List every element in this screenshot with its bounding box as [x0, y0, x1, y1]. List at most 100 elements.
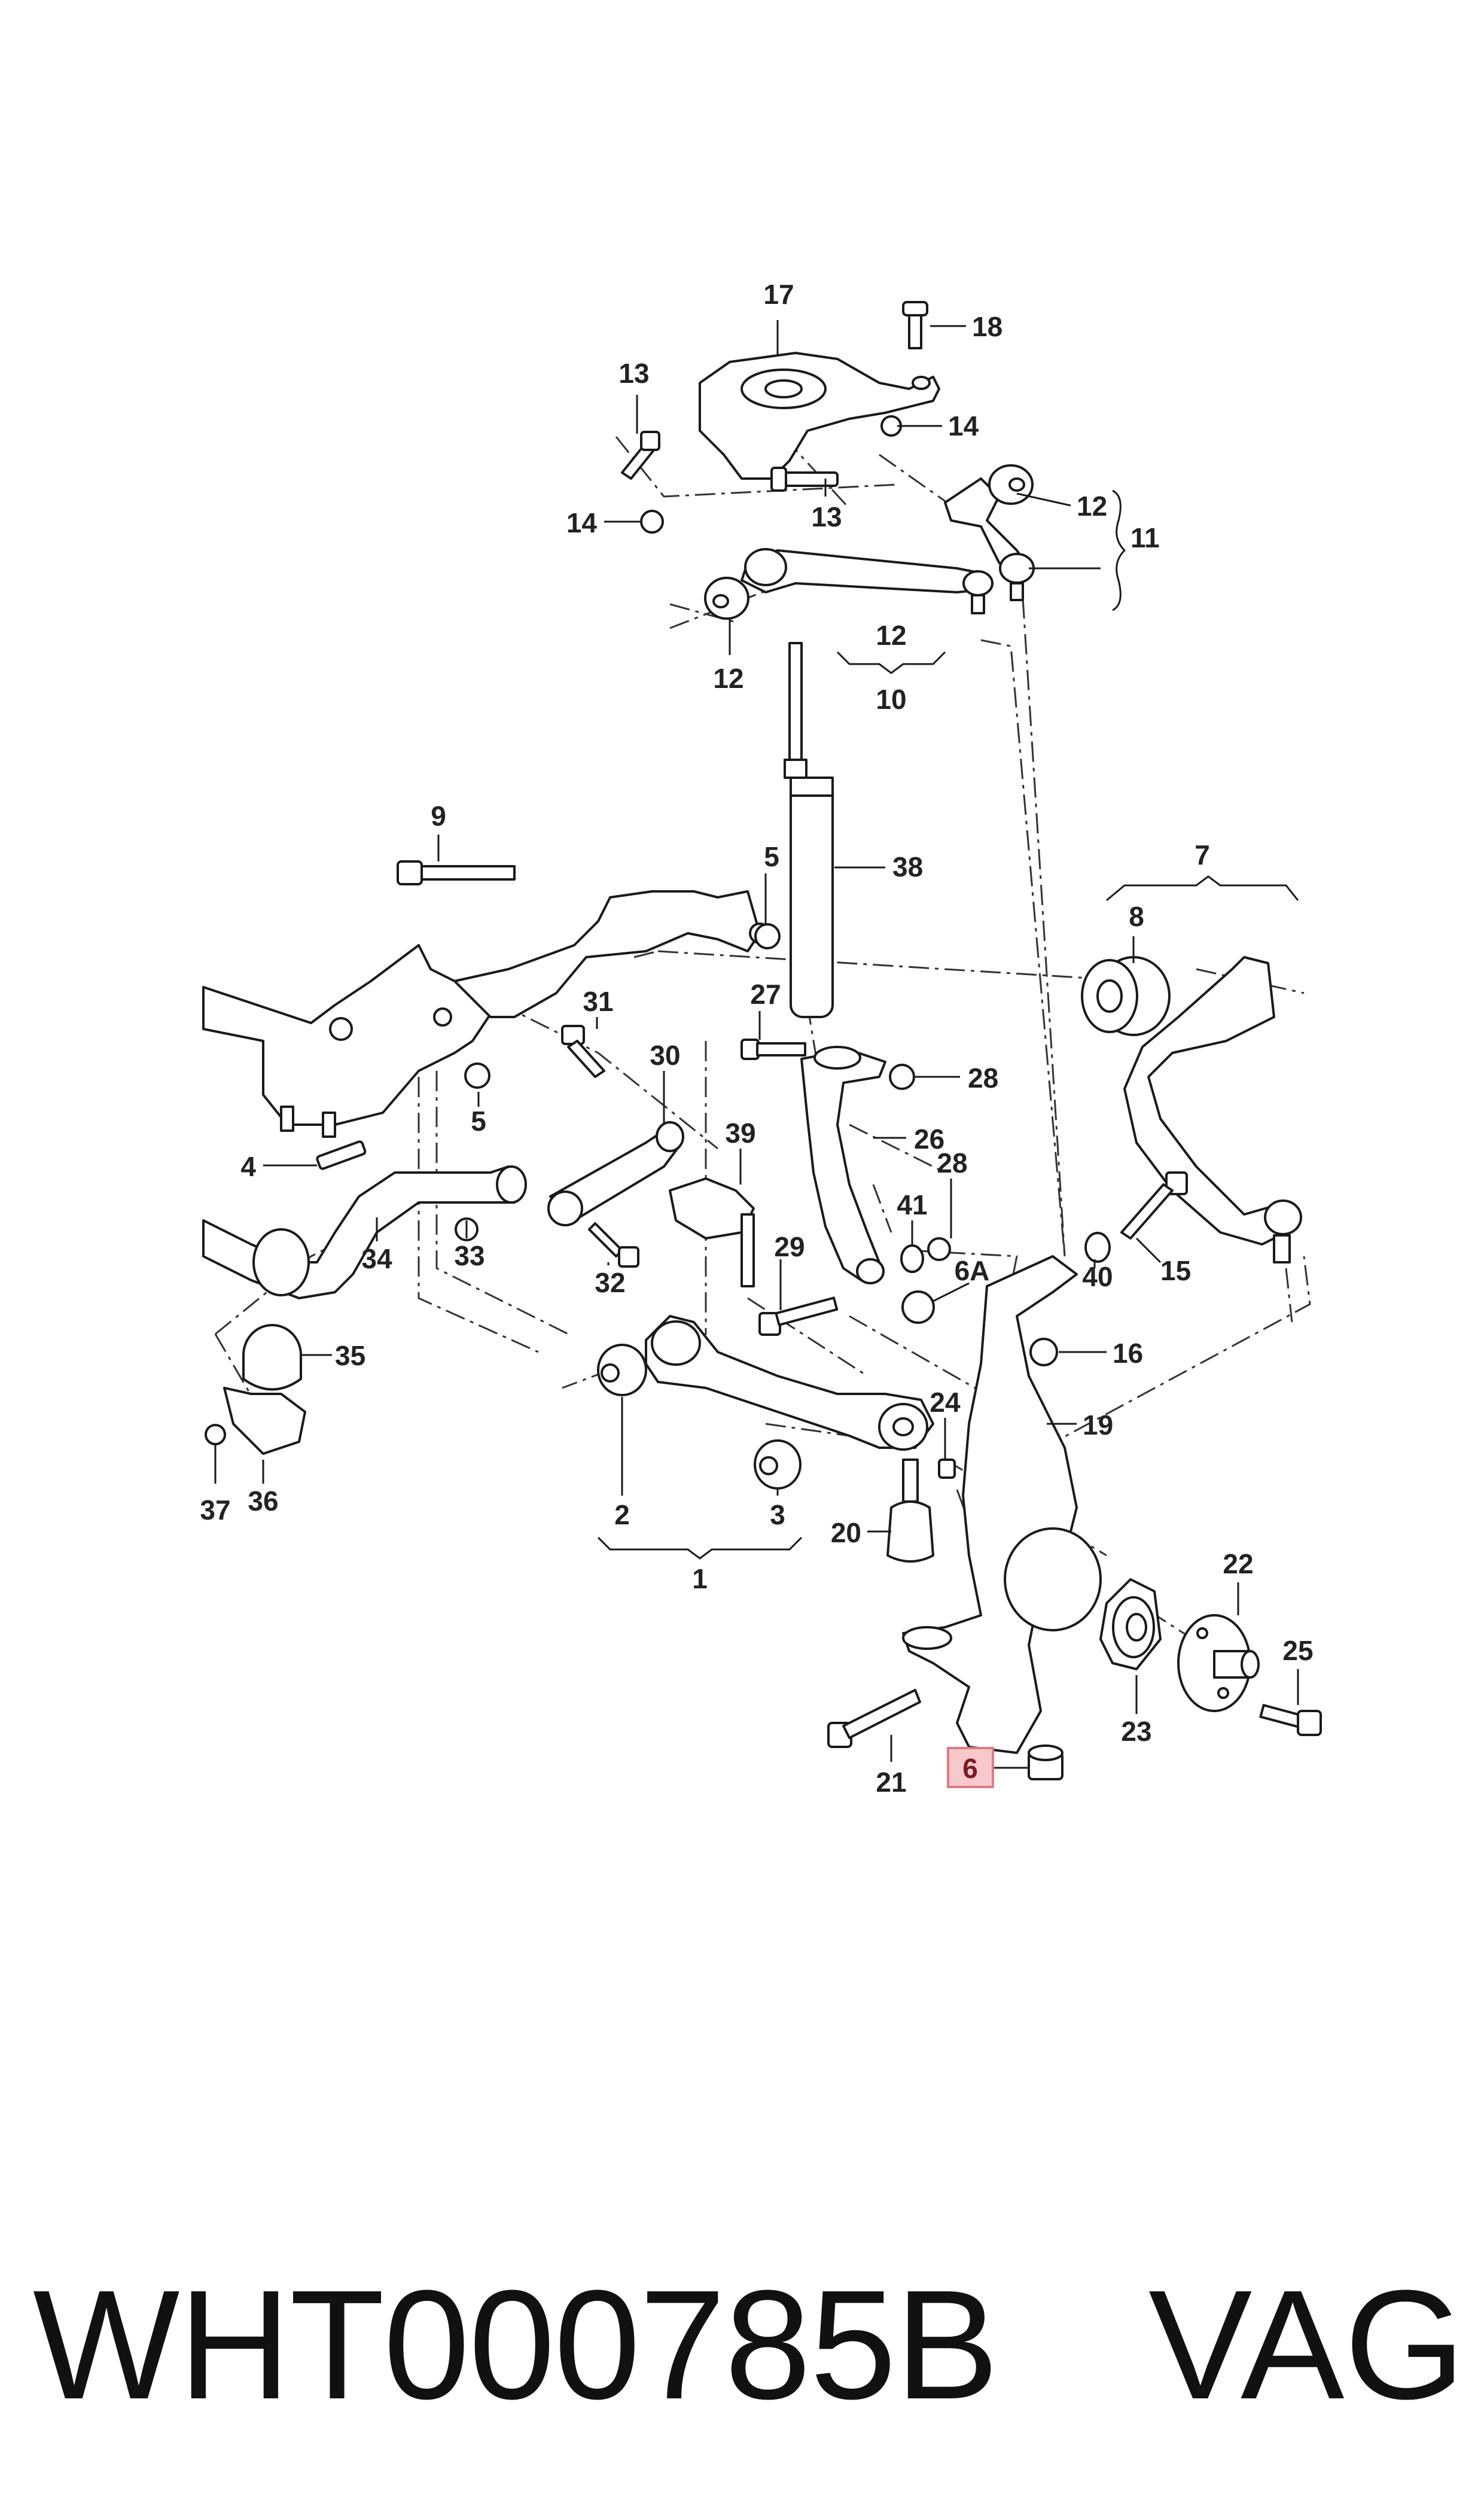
bolt-29 [758, 1296, 839, 1336]
callout-23: 23 [1121, 1716, 1151, 1747]
bolt-31 [561, 1025, 605, 1078]
callout-38: 38 [892, 851, 923, 882]
wheel-bearing-23 [1099, 1578, 1162, 1670]
upper-control-arm-10 [741, 548, 994, 614]
part-number: WHT000785B [33, 2258, 999, 2432]
callout-labels: 17 18 13 14 13 14 12 11 12 12 10 9 7 8 5… [200, 279, 1313, 1798]
callout-12-right: 12 [1077, 491, 1107, 522]
callout-3: 3 [770, 1499, 785, 1530]
bushing-2 [597, 1344, 647, 1396]
nut-28-lower [927, 1237, 951, 1261]
callout-6a: 6A [955, 1255, 990, 1286]
callout-27: 27 [750, 979, 781, 1010]
washer-40 [1084, 1232, 1111, 1263]
callout-6: 6 [962, 1753, 978, 1784]
clamp-36 [223, 1387, 306, 1455]
callout-17: 17 [763, 279, 794, 310]
highlighted-callout-6: 6 [947, 1747, 994, 1788]
callout-25: 25 [1282, 1635, 1313, 1666]
callout-12-left: 12 [713, 663, 743, 694]
callout-31: 31 [583, 986, 613, 1017]
callout-36: 36 [248, 1485, 278, 1517]
nut-28-upper [889, 1064, 915, 1090]
nut-5-lower [464, 1062, 490, 1089]
ball-joint-20 [886, 1459, 934, 1563]
callout-37: 37 [200, 1494, 230, 1526]
bushing-12-left [704, 577, 749, 620]
callout-2: 2 [614, 1499, 630, 1530]
highlight-box [947, 1747, 994, 1788]
callout-39: 39 [725, 1118, 755, 1149]
nut-16 [1029, 1338, 1058, 1366]
callout-22: 22 [1223, 1548, 1253, 1579]
nut-6 [1028, 1744, 1064, 1780]
callout-29: 29 [774, 1231, 805, 1262]
bushing-8 [1081, 956, 1171, 1036]
callout-34: 34 [361, 1243, 392, 1274]
callout-5-upper: 5 [764, 841, 779, 872]
callout-21: 21 [876, 1767, 906, 1798]
subframe [202, 890, 770, 1138]
callout-35: 35 [335, 1340, 365, 1371]
bolt-4 [316, 1140, 367, 1170]
callout-11: 11 [1130, 522, 1160, 553]
stabilizer-bar-34 [202, 1165, 527, 1299]
nut-37 [205, 1424, 226, 1445]
callout-7: 7 [1194, 839, 1210, 870]
callout-40: 40 [1082, 1261, 1113, 1292]
callout-16: 16 [1113, 1338, 1143, 1369]
callout-9: 9 [431, 800, 446, 832]
callout-15: 15 [1160, 1255, 1191, 1286]
bolt-18 [902, 301, 928, 349]
bolt-9 [397, 860, 516, 885]
strut-top-mount [699, 352, 940, 480]
brand-name: VAG [1148, 2258, 1465, 2432]
callout-12-center: 12 [876, 620, 906, 651]
callout-28-lower: 28 [937, 1147, 967, 1179]
callout-26: 26 [914, 1123, 944, 1155]
callout-32: 32 [595, 1267, 625, 1298]
callout-28-upper: 28 [968, 1062, 998, 1094]
bushing-3 [754, 1439, 802, 1490]
stabilizer-bushing-35 [242, 1324, 302, 1391]
bolt-13-upper [621, 431, 660, 480]
callout-20: 20 [831, 1517, 861, 1548]
callout-19: 19 [1083, 1409, 1113, 1441]
callout-1: 1 [692, 1563, 708, 1594]
nut-6a [901, 1290, 935, 1324]
wheel-bearing-housing-19 [902, 1255, 1102, 1754]
callout-14-right: 14 [948, 410, 979, 442]
callout-5-lower: 5 [471, 1106, 486, 1137]
bushing-12-right [988, 464, 1034, 505]
bolt-25 [1259, 1704, 1322, 1736]
leader-lines [214, 320, 1299, 1769]
coupling-rod-30 [547, 1121, 684, 1226]
bolt-15 [1120, 1171, 1188, 1240]
callout-10: 10 [876, 684, 906, 715]
callout-18: 18 [972, 311, 1002, 342]
callout-8: 8 [1129, 901, 1144, 932]
callout-24: 24 [930, 1387, 961, 1418]
bracket-39 [669, 1177, 755, 1287]
bolt-32 [588, 1222, 639, 1268]
callout-13-top: 13 [618, 358, 649, 389]
bolt-13-lower [770, 467, 839, 492]
suspension-exploded-diagram: 17 18 13 14 13 14 12 11 12 12 10 9 7 8 5… [200, 279, 1322, 1798]
callout-14-left: 14 [566, 507, 598, 538]
shock-absorber-38 [784, 642, 834, 1018]
strut-fork-26 [800, 1046, 886, 1284]
nut-5-upper [754, 923, 781, 949]
callout-4: 4 [240, 1151, 256, 1182]
lower-control-arm-1 [645, 1315, 934, 1451]
nut-14-left [640, 510, 664, 534]
callout-33: 33 [454, 1240, 484, 1271]
bolt-24 [938, 1459, 956, 1479]
bolt-21 [827, 1689, 921, 1748]
callout-13-mid: 13 [811, 501, 842, 532]
callout-41: 41 [897, 1189, 927, 1220]
washer-41 [900, 1244, 924, 1273]
wheel-hub-22 [1177, 1614, 1260, 1712]
bolt-27 [741, 1039, 806, 1060]
callout-30: 30 [650, 1040, 680, 1071]
